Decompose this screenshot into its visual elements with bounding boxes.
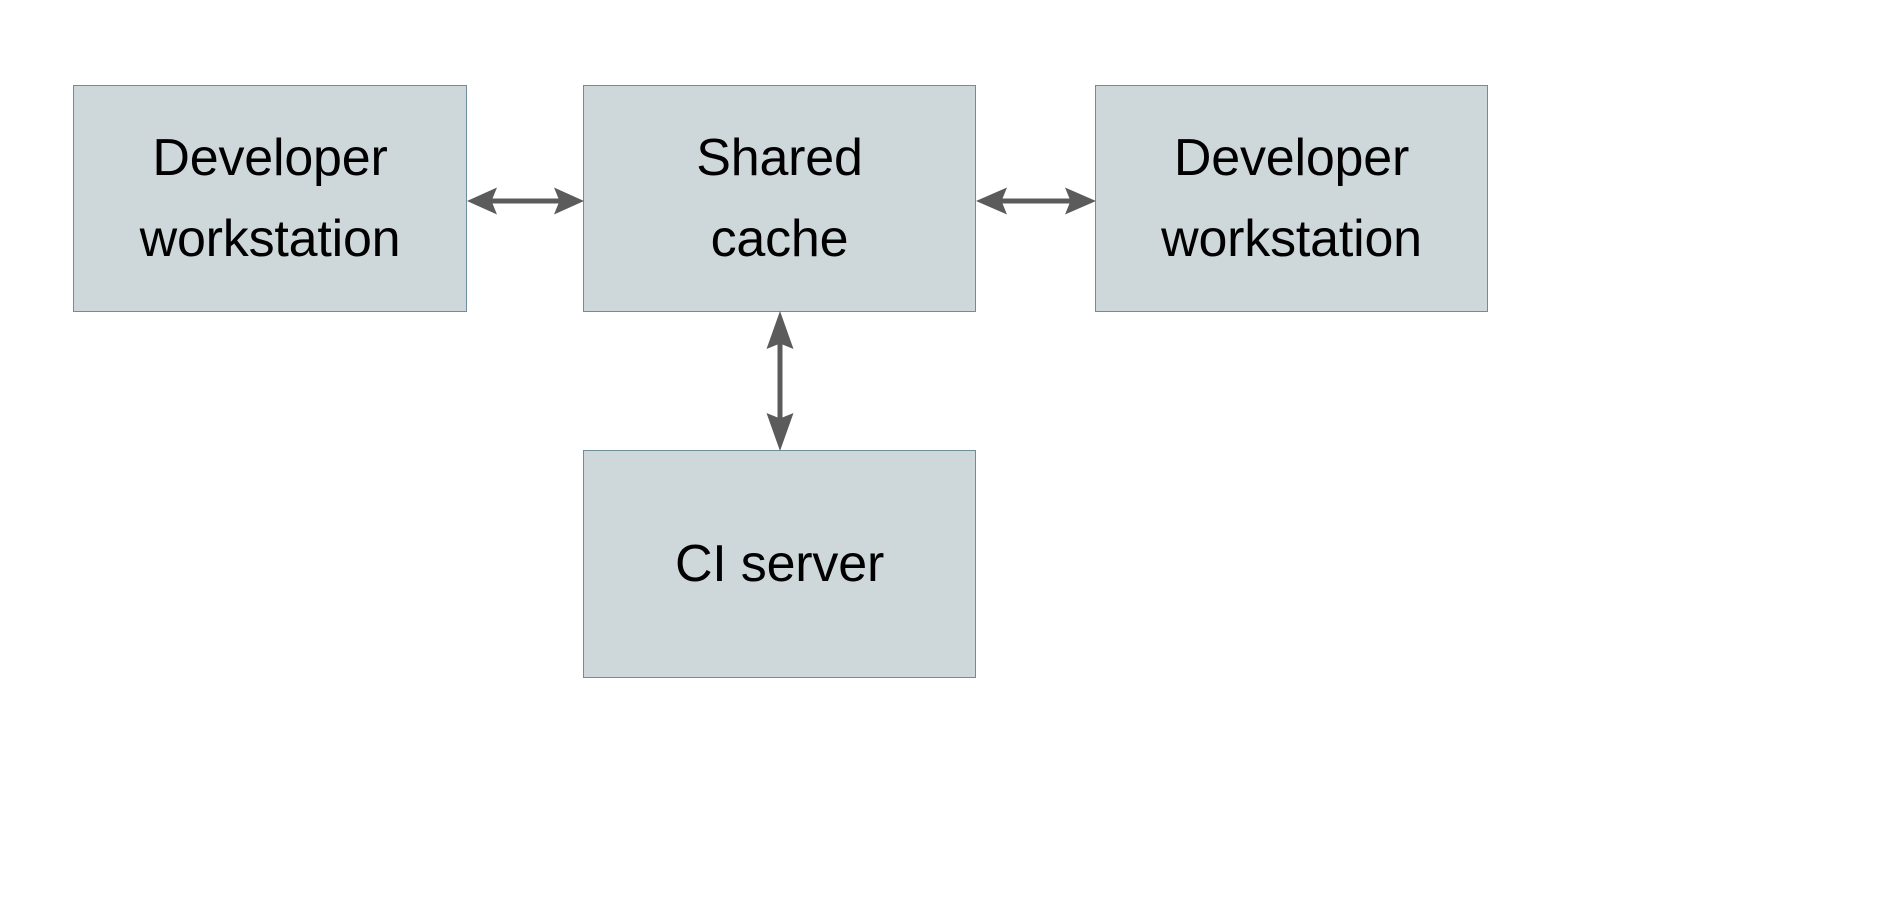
node-label-ci-server: CI server [674,534,885,593]
node-developer-workstation-left[interactable]: Developer workstation [73,85,467,312]
edge-shared-cache-to-ci-server [754,311,806,451]
node-label-developer-workstation-left: Developer workstation [139,128,401,268]
node-label-shared-cache: Shared cache [696,128,863,268]
bidirectional-arrow-icon [976,187,1096,215]
edge-shared-cache-to-developer-workstation-right [976,175,1096,227]
node-label-developer-workstation-right: Developer workstation [1161,128,1422,268]
node-ci-server[interactable]: CI server [583,450,976,678]
node-developer-workstation-right[interactable]: Developer workstation [1095,85,1488,312]
bidirectional-arrow-icon [467,187,584,215]
edge-developer-workstation-left-to-shared-cache [467,175,584,227]
node-shared-cache[interactable]: Shared cache [583,85,976,312]
bidirectional-arrow-icon [766,311,794,451]
